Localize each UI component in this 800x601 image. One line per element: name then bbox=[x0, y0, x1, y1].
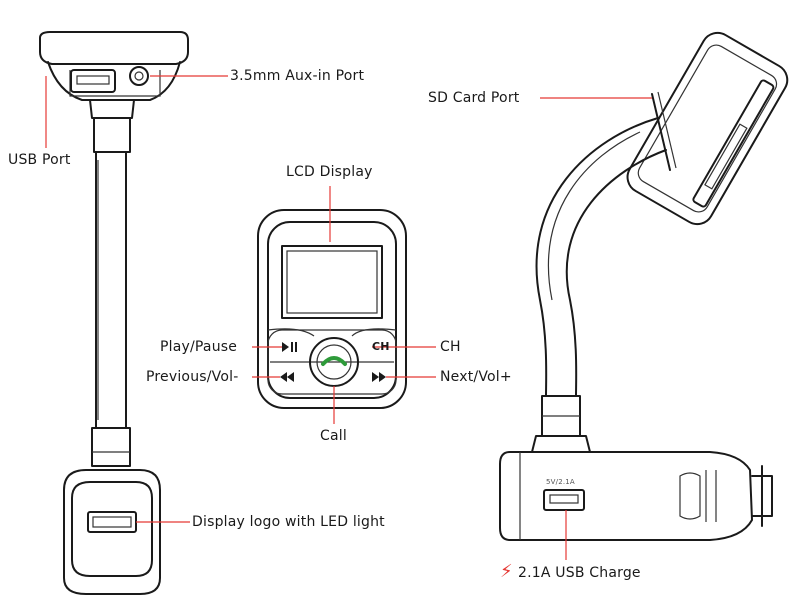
cigarette-lighter-plug bbox=[499, 451, 773, 541]
display-logo-label: Display logo with LED light bbox=[192, 514, 385, 530]
right-head bbox=[626, 31, 789, 226]
leader-lines bbox=[45, 75, 652, 560]
left-neck bbox=[89, 99, 135, 467]
usb-charge-label: 2.1A USB Charge bbox=[518, 565, 641, 581]
lcd-screen bbox=[281, 245, 383, 319]
port-rating-tag: 5V/2.1A bbox=[546, 478, 575, 486]
sd-card-port-label: SD Card Port bbox=[428, 90, 520, 106]
right-transmitter bbox=[499, 31, 789, 541]
previous-vol-minus-label: Previous/Vol- bbox=[146, 369, 239, 385]
sd-card-slot bbox=[651, 91, 677, 171]
center-front-panel bbox=[257, 209, 407, 409]
left-base bbox=[63, 469, 161, 595]
usb-charge-port bbox=[543, 489, 585, 511]
button-pad bbox=[267, 328, 397, 395]
usb-port-label: USB Port bbox=[8, 152, 71, 168]
play-pause-label: Play/Pause bbox=[160, 339, 238, 355]
usb-port bbox=[70, 69, 116, 93]
ch-label: CH bbox=[440, 339, 461, 355]
play-pause-icon bbox=[282, 342, 297, 352]
next-icon bbox=[372, 372, 386, 382]
left-transmitter bbox=[39, 31, 189, 595]
previous-icon bbox=[280, 372, 294, 382]
lightning-icon: ⚡ bbox=[500, 561, 513, 582]
call-label: Call bbox=[320, 428, 347, 444]
ch-key-legend: CH bbox=[372, 340, 390, 353]
aux-in-port bbox=[129, 66, 149, 86]
lcd-display-label: LCD Display bbox=[286, 164, 373, 180]
aux-in-port-label: 3.5mm Aux-in Port bbox=[230, 68, 365, 84]
led-logo bbox=[87, 511, 137, 533]
right-gooseneck bbox=[531, 117, 667, 453]
next-vol-plus-label: Next/Vol+ bbox=[440, 369, 512, 385]
